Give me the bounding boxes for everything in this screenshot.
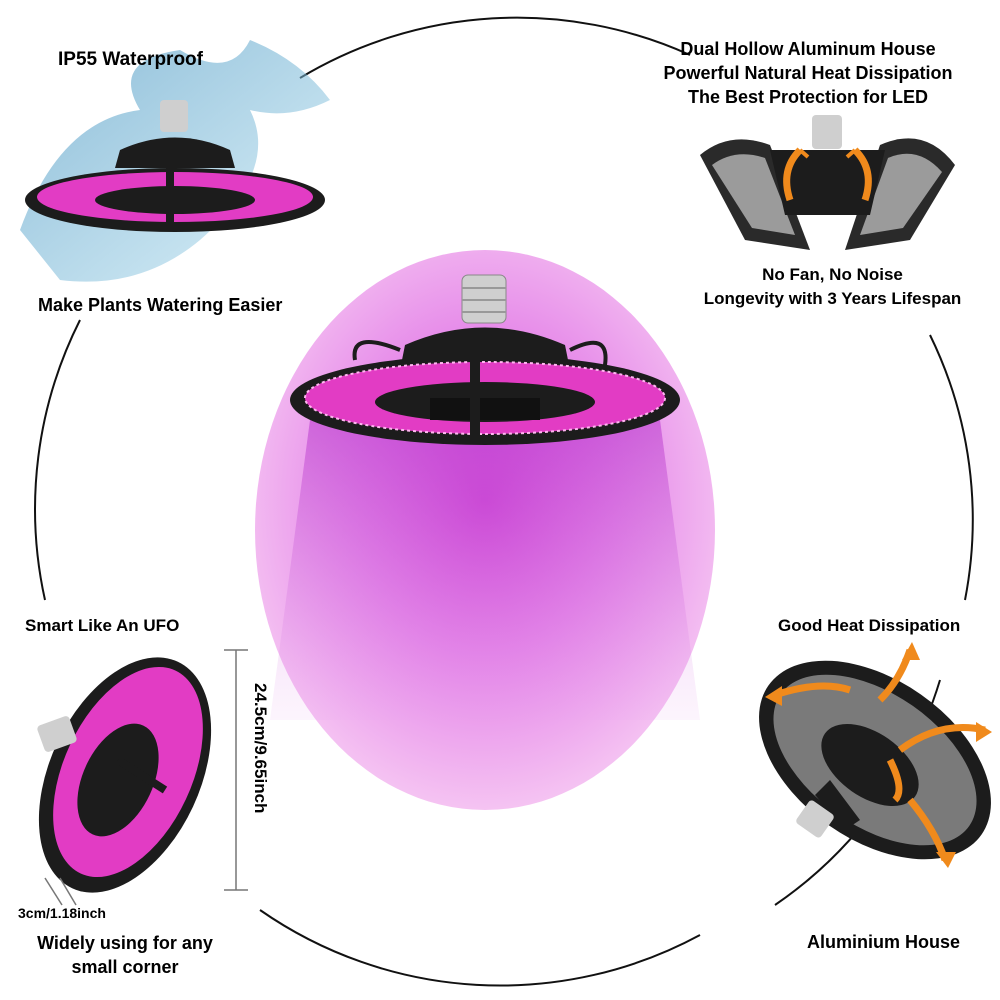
thickness-dimension-line [44, 877, 77, 906]
central-lamp-image [290, 274, 680, 445]
no-fan-line-2: Longevity with 3 Years Lifespan [703, 289, 962, 308]
corner-caption: Widely using for any small corner [0, 931, 250, 979]
height-dimension-line [224, 649, 248, 891]
thickness-dimension-label: 3cm/1.18inch [18, 905, 106, 921]
waterproof-lamp-image [20, 40, 330, 282]
description-line-1: Dual Hollow Aluminum House [680, 39, 936, 59]
light-beam [270, 420, 700, 720]
aluminum-house-lamp-image [700, 115, 955, 250]
description-line-3: The Best Protection for LED [687, 87, 929, 107]
ufo-title: Smart Like An UFO [25, 616, 180, 635]
description-line-2: Powerful Natural Heat Dissipation [663, 63, 953, 83]
watering-caption: Make Plants Watering Easier [38, 295, 283, 315]
aluminium-house-caption: Aluminium House [807, 932, 961, 952]
aluminum-house-description: Dual Hollow Aluminum House Powerful Natu… [638, 37, 978, 109]
no-fan-caption: No Fan, No Noise Longevity with 3 Years … [660, 263, 1000, 311]
ufo-lamp-image [37, 657, 212, 893]
corner-line-1: Widely using for any [37, 933, 213, 953]
height-dimension-label: 24.5cm/9.65inch [251, 683, 270, 814]
heat-dissipation-title: Good Heat Dissipation [778, 616, 961, 635]
corner-line-2: small corner [71, 957, 179, 977]
no-fan-line-1: No Fan, No Noise [762, 265, 903, 284]
heat-dissipation-lamp-image [759, 642, 992, 868]
waterproof-title: IP55 Waterproof [58, 49, 203, 70]
